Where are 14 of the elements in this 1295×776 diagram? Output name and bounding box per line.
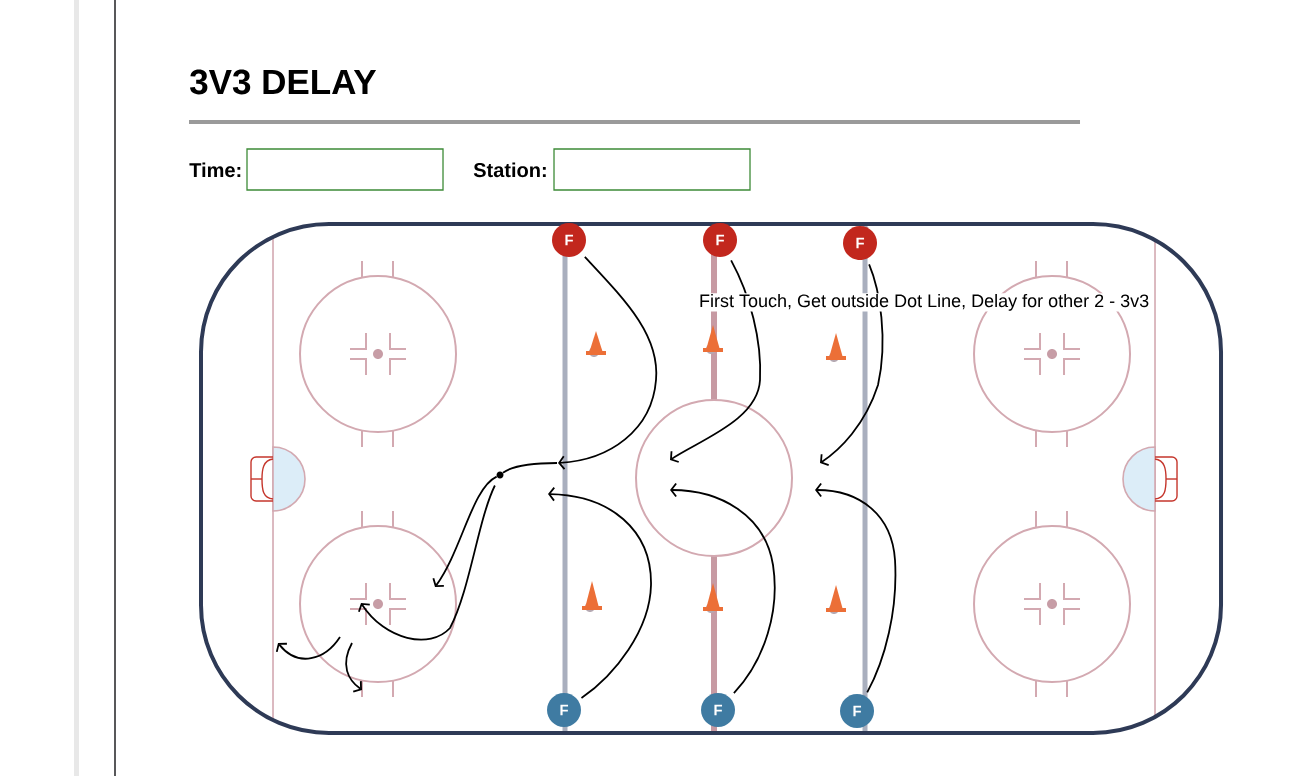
curved-arrow xyxy=(820,263,884,466)
curved-arrow xyxy=(358,484,496,641)
curved-arrow xyxy=(432,475,498,587)
curved-arrow xyxy=(670,259,762,463)
title: 3V3 DELAY xyxy=(190,69,377,95)
note: First Touch, Get outside Dot Line, Delay for other 2 - 3v3 xyxy=(698,293,1151,312)
curved-arrow xyxy=(558,256,658,471)
puck xyxy=(496,471,504,479)
curved-line xyxy=(502,462,558,474)
curved-arrow xyxy=(548,486,652,699)
curved-arrow xyxy=(815,482,897,694)
field-label: Station: xyxy=(473,162,546,178)
curved-arrow xyxy=(670,482,776,694)
field-label: Time: xyxy=(189,162,241,178)
